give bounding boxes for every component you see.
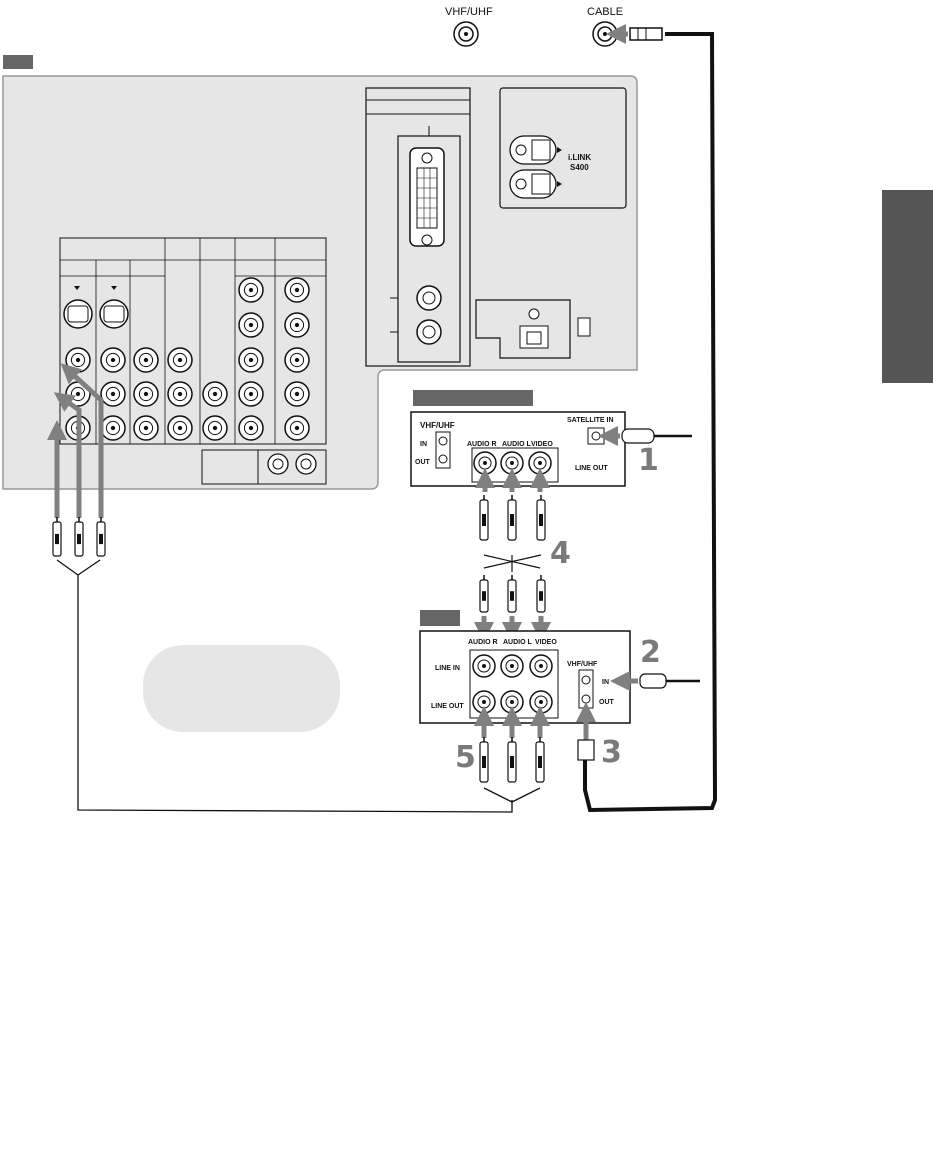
- section-tab: [882, 190, 933, 383]
- tv-rca-jack: [167, 381, 193, 407]
- vcr-line-in-jack: [529, 654, 553, 678]
- satellite-receiver: VHF/UHF IN OUT AUDIO R AUDIO L VIDEO SAT…: [410, 411, 626, 487]
- cable-line: [583, 24, 718, 813]
- sat-vhf-uhf-label: VHF/UHF: [420, 421, 455, 430]
- vcr-line-out-jack: [529, 690, 553, 714]
- sat-rca-jack: [500, 451, 524, 475]
- satellite-tab: [413, 390, 533, 406]
- crossed-av-cable: [483, 554, 542, 572]
- tv-rca-jack: [100, 347, 126, 373]
- tv-rca-jack: [100, 415, 126, 441]
- vcr-in-plug: [507, 575, 517, 613]
- satellite-in-label: SATELLITE IN: [567, 417, 614, 424]
- tv-rca-jack: [284, 312, 310, 338]
- vcr-in-plug: [479, 575, 489, 613]
- tv-rca-jack: [202, 381, 228, 407]
- vcr-line-out-jack: [500, 690, 524, 714]
- vcr-antenna-in-cable: [610, 671, 700, 691]
- vcr-out-plug: [535, 737, 545, 783]
- tv-input-arrows: [47, 363, 104, 518]
- tv-rca-jack: [100, 381, 126, 407]
- tv-rca-jack: [133, 381, 159, 407]
- vcr-in-plug: [536, 575, 546, 613]
- tv-tab: [3, 55, 33, 69]
- vcr-line-in-label: LINE IN: [435, 665, 460, 672]
- ilink-label: i.LINK: [568, 153, 591, 162]
- step-3: 3: [601, 735, 622, 770]
- tv-rear-panel: i.LINK S400: [2, 75, 638, 490]
- sat-out-label: OUT: [415, 459, 431, 466]
- sat-out-plug: [536, 495, 546, 541]
- tv-cable-plug: [96, 517, 106, 557]
- step-4: 4: [550, 536, 571, 571]
- sat-out-plug: [507, 495, 517, 541]
- sat-audio-r-label: AUDIO R: [467, 441, 497, 448]
- vcr-video-label: VIDEO: [535, 639, 557, 646]
- vcr-audio-l-label: AUDIO L: [503, 639, 533, 646]
- sat-in-label: IN: [420, 441, 427, 448]
- sat-out-plug: [479, 495, 489, 541]
- vcr-line-in-jack: [500, 654, 524, 678]
- vcr-tab: [420, 610, 460, 626]
- satellite-jacks: [473, 451, 552, 492]
- step-5: 5: [455, 740, 476, 775]
- tv-cable-plug: [52, 517, 62, 557]
- vcr-out-plug: [507, 737, 517, 783]
- note-box: [143, 645, 340, 732]
- vcr-out-plug: [479, 737, 489, 783]
- vcr: AUDIO R AUDIO L VIDEO LINE IN LINE OUT V…: [419, 630, 631, 724]
- ilink-speed: S400: [570, 163, 589, 172]
- satellite-in-cable: [598, 426, 692, 446]
- tv-plugs: [52, 517, 106, 557]
- vcr-in-label: IN: [602, 679, 609, 686]
- tv-rca-jack: [284, 277, 310, 303]
- vcr-line-out-jack: [472, 690, 496, 714]
- tv-rca-jack: [167, 415, 193, 441]
- sat-line-out-label: LINE OUT: [575, 465, 608, 472]
- tv-rca-jack: [238, 312, 264, 338]
- tv-rca-jack: [284, 415, 310, 441]
- vcr-vhf-uhf-label: VHF/UHF: [567, 661, 598, 668]
- vcr-out-label: OUT: [599, 699, 615, 706]
- antenna-terminals: VHF/UHF CABLE: [445, 6, 623, 47]
- tv-rca-jack: [284, 381, 310, 407]
- tv-rca-jack: [238, 347, 264, 373]
- sat-rca-jack: [528, 451, 552, 475]
- vhf-uhf-antenna-label: VHF/UHF: [445, 6, 493, 18]
- vcr-audio-r-label: AUDIO R: [468, 639, 498, 646]
- vcr-out-plugs: [474, 706, 550, 783]
- tv-cable-plug: [74, 517, 84, 557]
- sat-audio-l-label: AUDIO L: [502, 441, 532, 448]
- vcr-line-in-jack: [472, 654, 496, 678]
- tv-rca-jack: [133, 415, 159, 441]
- tv-rca-jack: [238, 381, 264, 407]
- vcr-line-out-label: LINE OUT: [431, 703, 464, 710]
- middle-plugs: [474, 495, 551, 642]
- cable-antenna-label: CABLE: [587, 6, 623, 18]
- step-1: 1: [638, 443, 659, 478]
- vcr-antenna-out-plug: [576, 702, 596, 761]
- tv-rca-jack: [167, 347, 193, 373]
- tv-rca-jack: [202, 415, 228, 441]
- step-2: 2: [640, 635, 661, 670]
- tv-jacks: [65, 277, 310, 441]
- tv-rca-jack: [238, 415, 264, 441]
- tv-rca-jack: [284, 347, 310, 373]
- tv-rca-jack: [238, 277, 264, 303]
- tv-rca-jack: [133, 347, 159, 373]
- sat-rca-jack: [473, 451, 497, 475]
- sat-video-label: VIDEO: [531, 441, 553, 448]
